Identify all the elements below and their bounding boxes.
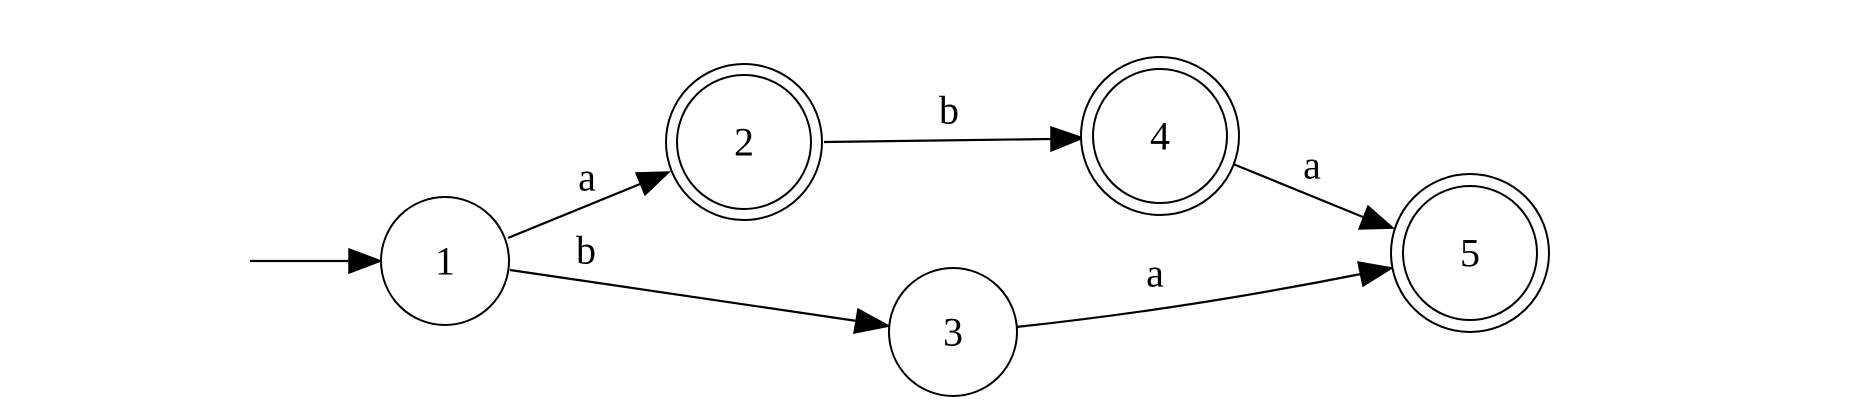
state-1: 1: [380, 196, 510, 326]
state-5-accepting: 5: [1390, 173, 1550, 333]
edge-label-3-to-5: a: [1146, 251, 1164, 296]
edge-2-to-4: b: [823, 88, 1086, 153]
edge-1-to-3: b: [509, 228, 892, 334]
state-2-accepting: 2: [665, 63, 823, 221]
edge-4-to-5: a: [1232, 143, 1395, 230]
state-3-label: 3: [943, 310, 963, 355]
edge-3-to-5: a: [1015, 251, 1395, 329]
edge-label-1-to-2: a: [578, 155, 596, 200]
state-5-label: 5: [1460, 231, 1480, 276]
edge-1-to-2: a: [507, 155, 671, 240]
edge-label-1-to-3: b: [576, 228, 596, 273]
state-3: 3: [888, 267, 1018, 397]
start-arrow: [250, 247, 384, 275]
state-1-label: 1: [435, 239, 455, 284]
state-4-label: 4: [1150, 114, 1170, 159]
state-2-label: 2: [734, 120, 754, 165]
state-4-accepting: 4: [1080, 56, 1240, 216]
edge-label-4-to-5: a: [1303, 143, 1321, 188]
edge-label-2-to-4: b: [939, 88, 959, 133]
